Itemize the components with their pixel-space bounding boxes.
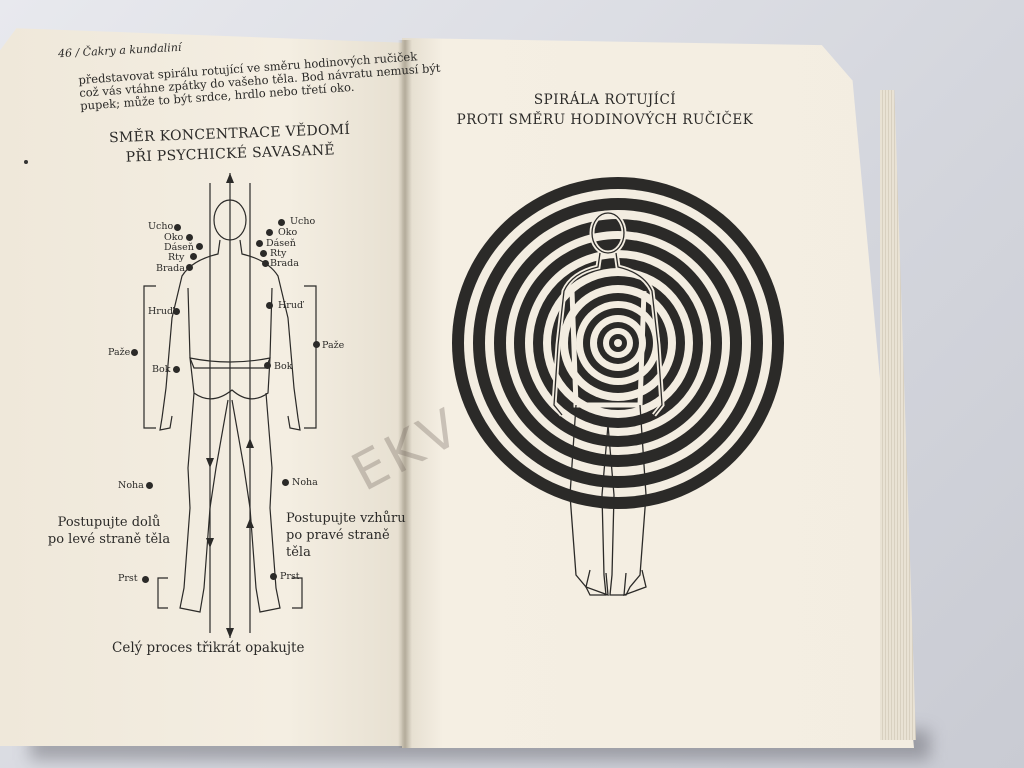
label-prst-left: Prst (118, 573, 138, 584)
label-bok-left: Bok (152, 364, 171, 375)
marker-dot (264, 362, 271, 369)
instruction-line: Postupujte vzhůru (286, 511, 406, 526)
footer-instruction: Celý proces třikrát opakujte (112, 640, 305, 656)
label-brada-right: Brada (270, 258, 299, 269)
marker-dot (266, 302, 273, 309)
marker-dot (278, 219, 285, 226)
marker-dot (173, 366, 180, 373)
instruction-right: Postupujte vzhůru po pravé straně těla (286, 510, 416, 561)
marker-dot (262, 260, 269, 267)
marker-dot (142, 576, 149, 583)
spiral-rings (452, 177, 784, 509)
marker-dot (174, 224, 181, 231)
label-bok-right: Bok (274, 361, 293, 372)
body-diagram (143, 173, 317, 638)
left-page (0, 28, 410, 746)
marker-dot (260, 250, 267, 257)
marker-dot (266, 229, 273, 236)
label-oko-left: Oko (164, 232, 184, 243)
instruction-line: Postupujte dolů (57, 515, 161, 530)
spiral-title-line: SPIRÁLA ROTUJÍCÍ (533, 92, 677, 108)
instruction-line: po levé straně těla (47, 532, 171, 547)
spiral-illustration (452, 177, 784, 596)
label-ucho-right: Ucho (290, 216, 316, 227)
marker-dot (131, 349, 138, 356)
marker-dot (173, 308, 180, 315)
marker-dot (186, 234, 193, 241)
marker-dot (256, 240, 263, 247)
label-ucho-left: Ucho (148, 221, 174, 232)
label-paze-right: Paže (322, 340, 345, 351)
marker-dot (146, 482, 153, 489)
label-noha-left: Noha (118, 480, 144, 491)
marker-dot (190, 253, 197, 260)
label-rty-left: Rty (168, 252, 185, 263)
label-paze-left: Paže (108, 347, 131, 358)
label-hrud-left: Hruď (148, 306, 174, 317)
label-prst-right: Prst (280, 571, 300, 582)
marker-dot (186, 264, 193, 271)
label-hrud-right: Hruď (278, 300, 304, 311)
spiral-title: SPIRÁLA ROTUJÍCÍ PROTI SMĚRU HODINOVÝCH … (440, 90, 770, 130)
marker-dot (313, 341, 320, 348)
instruction-left: Postupujte dolů po levé straně těla (44, 514, 174, 548)
marker-dot (196, 243, 203, 250)
label-dasen-left: Dáseň (164, 242, 194, 253)
label-noha-right: Noha (292, 477, 318, 488)
spiral-title-line: PROTI SMĚRU HODINOVÝCH RUČIČEK (456, 112, 754, 128)
label-rty-right: Rty (270, 248, 287, 259)
label-dasen-right: Dáseň (266, 238, 296, 249)
label-brada-left: Brada (156, 263, 185, 274)
marker-dot (282, 479, 289, 486)
book-gutter (398, 40, 412, 748)
label-oko-right: Oko (278, 227, 298, 238)
ink-speck (24, 160, 28, 164)
instruction-line: po pravé straně těla (286, 528, 390, 560)
marker-dot (270, 573, 277, 580)
